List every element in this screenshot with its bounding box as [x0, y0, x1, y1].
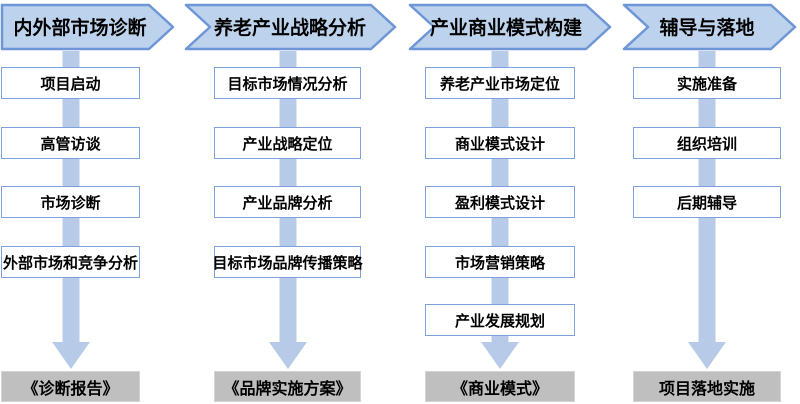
stage-header-label-2: 养老产业战略分析	[213, 16, 366, 39]
stage-header-band: 内外部市场诊断 养老产业战略分析 产业商业模式构建 辅导与落地	[0, 3, 797, 51]
step-box: 产业战略定位	[214, 127, 361, 159]
down-arrow-head-3	[481, 342, 519, 369]
stage-column-2: 目标市场情况分析 产业战略定位 产业品牌分析 目标市场品牌传播策略 《品牌实施方…	[213, 0, 363, 404]
step-box: 盈利模式设计	[425, 186, 575, 218]
stage-chevron-4	[622, 3, 797, 51]
stage-chevron-2	[184, 3, 397, 51]
stage-chevron-3	[408, 3, 612, 51]
output-box-3: 《商业模式》	[425, 371, 575, 402]
output-box-1: 《诊断报告》	[1, 371, 140, 402]
step-box: 项目启动	[1, 67, 140, 99]
step-box: 市场诊断	[1, 186, 140, 218]
step-box: 实施准备	[633, 67, 781, 99]
output-box-4: 项目落地实施	[633, 371, 781, 402]
stage-column-1: 项目启动 高管访谈 市场诊断 外部市场和竞争分析 《诊断报告》	[1, 0, 140, 404]
step-box: 目标市场情况分析	[214, 67, 361, 99]
step-box: 产业品牌分析	[214, 186, 361, 218]
step-box: 目标市场品牌传播策略	[213, 246, 363, 278]
stage-chevron-1	[0, 3, 175, 51]
step-box: 市场营销策略	[425, 246, 575, 278]
output-box-2: 《品牌实施方案》	[214, 371, 361, 402]
stage-column-4: 实施准备 组织培训 后期辅导 项目落地实施	[633, 0, 781, 404]
down-arrow-head-2	[268, 342, 307, 369]
step-box: 外部市场和竞争分析	[1, 246, 140, 278]
stage-column-3: 养老产业市场定位 商业模式设计 盈利模式设计 市场营销策略 产业发展规划 《商业…	[425, 0, 575, 404]
down-arrow-head-4	[688, 342, 726, 369]
stage-header-label-4: 辅导与落地	[659, 16, 754, 39]
step-box: 养老产业市场定位	[425, 67, 575, 99]
step-box: 高管访谈	[1, 127, 140, 159]
step-box: 组织培训	[633, 127, 781, 159]
stage-header-label-3: 产业商业模式构建	[430, 16, 582, 39]
stage-header-label-1: 内外部市场诊断	[13, 16, 146, 39]
step-box: 后期辅导	[633, 186, 781, 218]
step-box: 商业模式设计	[425, 127, 575, 159]
down-arrow-head-1	[51, 342, 90, 369]
step-box: 产业发展规划	[425, 304, 575, 336]
